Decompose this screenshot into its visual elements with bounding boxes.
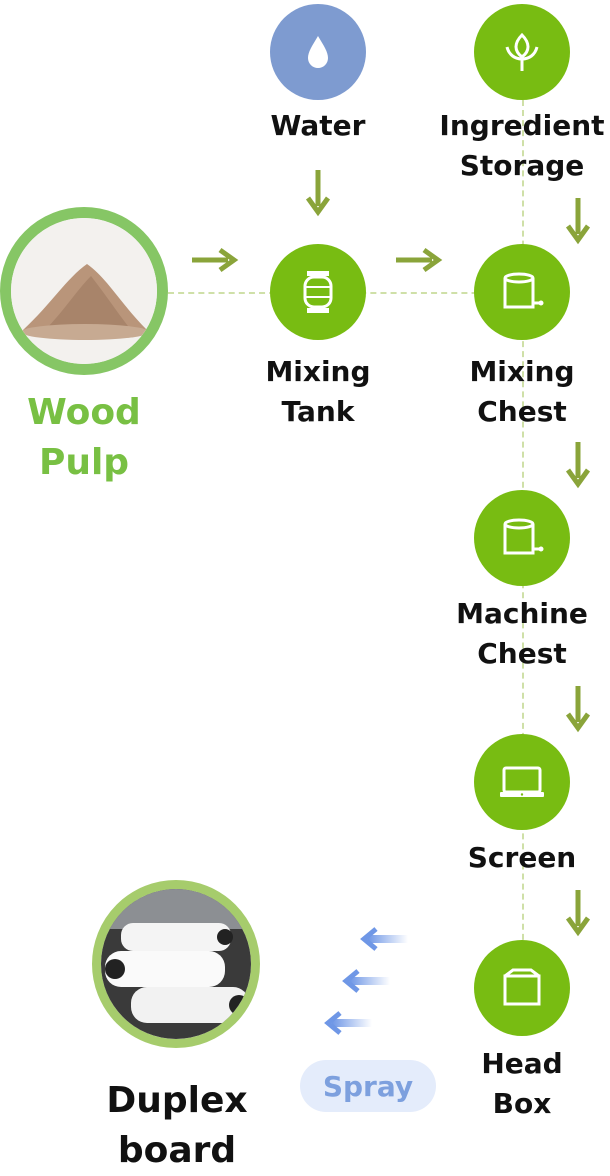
duplex-board-label: Duplex board xyxy=(106,1080,248,1171)
arrow-down-icon xyxy=(565,686,591,733)
mixing-chest-node xyxy=(474,244,570,340)
spray-label: Spray xyxy=(322,1069,414,1103)
head-box-node xyxy=(474,940,570,1036)
ingredient-storage-label: Ingredient Storage xyxy=(439,109,605,182)
wood-pulp-label: Wood Pulp xyxy=(27,392,141,483)
box-icon xyxy=(503,968,541,1006)
screen-label: Screen xyxy=(467,841,577,874)
machine-chest-label: Machine Chest xyxy=(456,597,588,670)
ingredient-storage-node xyxy=(474,4,570,100)
chest-cylinder-icon xyxy=(503,518,544,555)
mixing-tank-node xyxy=(270,244,366,340)
arrow-right-icon xyxy=(192,247,239,273)
tank-icon xyxy=(303,271,333,313)
mixing-tank-label: Mixing Tank xyxy=(265,355,371,428)
spray-badge: Spray xyxy=(300,1060,436,1112)
mixing-chest-label: Mixing Chest xyxy=(469,355,575,428)
spray-arrow-left-icon xyxy=(324,1011,372,1035)
water-drop-icon xyxy=(308,36,328,68)
chest-cylinder-icon xyxy=(503,272,544,309)
arrow-down-icon xyxy=(565,890,591,937)
arrow-down-icon xyxy=(565,442,591,489)
water-label: Water xyxy=(270,109,366,142)
spray-arrow-left-icon xyxy=(360,927,408,951)
leaf-sprout-icon xyxy=(505,32,539,71)
arrow-down-icon xyxy=(305,170,331,217)
head-box-label: Head Box xyxy=(481,1047,563,1120)
spray-arrow-left-icon xyxy=(342,969,390,993)
screen-node xyxy=(474,734,570,830)
wood-pulp-image xyxy=(0,207,168,375)
machine-chest-node xyxy=(474,490,570,586)
duplex-board-image xyxy=(92,880,260,1048)
screen-monitor-icon xyxy=(500,766,544,797)
arrow-down-icon xyxy=(565,198,591,245)
water-node xyxy=(270,4,366,100)
arrow-right-icon xyxy=(396,247,443,273)
